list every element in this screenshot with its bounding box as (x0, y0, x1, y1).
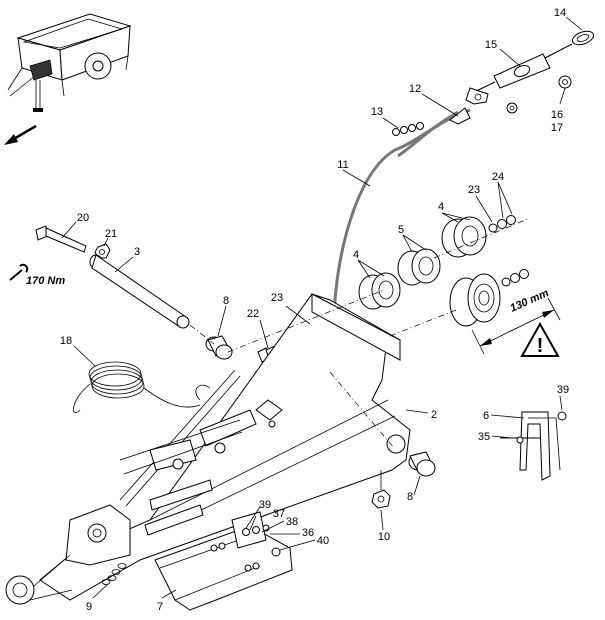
rubber-buffer-large (449, 269, 529, 327)
direction-arrow-icon (4, 124, 37, 145)
bushing-part-8-upper (205, 335, 233, 360)
bolt-part-20 (35, 225, 87, 253)
dimension-label: 130 mm (508, 287, 551, 315)
spring-part-18 (73, 361, 201, 413)
rubber-buffer-upper (441, 215, 516, 258)
pin-part-35 (500, 436, 540, 444)
callout-17: 17 (551, 122, 563, 134)
callout-11: 11 (337, 159, 348, 171)
linkage-assembly (119, 369, 283, 536)
shaft-part-3 (89, 254, 190, 329)
torque-value-label: 170 Nm (26, 275, 65, 287)
callout-10: 10 (378, 531, 390, 543)
callout-labels: 14 15 12 13 16 17 11 24 23 4 20 21 3 5 4… (60, 7, 569, 613)
turnbuckle-part-15 (465, 30, 595, 105)
callout-16: 16 (551, 109, 563, 121)
callout-37: 37 (273, 508, 285, 520)
callout-4-upper: 4 (438, 201, 444, 213)
callout-39-lower: 39 (259, 499, 271, 511)
rubber-buffer-middle (397, 248, 441, 286)
callout-38: 38 (286, 516, 298, 528)
callout-12: 12 (409, 83, 421, 95)
callout-7: 7 (157, 601, 163, 613)
washers-part-13 (392, 122, 424, 136)
assembly-axis-lines (189, 217, 531, 449)
nut-part-10 (371, 470, 391, 509)
callout-22: 22 (247, 308, 259, 320)
callout-14: 14 (554, 7, 566, 19)
callout-9: 9 (86, 601, 92, 613)
callout-24: 24 (492, 171, 504, 183)
callout-35: 35 (478, 431, 490, 443)
callout-8-lower: 8 (407, 491, 413, 503)
callout-3: 3 (134, 246, 140, 258)
callout-4-lower: 4 (353, 249, 359, 261)
callout-40: 40 (317, 535, 329, 547)
wrench-icon (9, 263, 29, 281)
callout-6: 6 (483, 410, 489, 422)
callout-15: 15 (485, 39, 497, 51)
warning-triangle-icon: ! (520, 321, 560, 357)
leader-lines (61, 16, 583, 599)
callout-21: 21 (105, 228, 117, 240)
guard-plate-part-7 (154, 525, 293, 611)
spreader-overview-thumbnail (7, 13, 132, 112)
callout-39-right: 39 (557, 384, 569, 396)
bracket-parts-36-40 (231, 511, 270, 549)
holder-part-6 (519, 411, 567, 481)
warning-symbol: ! (537, 335, 544, 357)
callout-23-upper: 23 (468, 184, 480, 196)
callout-18: 18 (60, 335, 72, 347)
chain-part-9 (101, 563, 127, 585)
callout-2: 2 (431, 409, 437, 421)
dimension-indicator (471, 297, 561, 355)
callout-8-upper: 8 (223, 295, 229, 307)
callout-36: 36 (302, 527, 314, 539)
nut-part-16 (506, 75, 572, 114)
callout-5: 5 (398, 224, 404, 236)
callout-20: 20 (77, 212, 89, 224)
rubber-buffer-lower (358, 272, 401, 310)
callout-23-lower: 23 (271, 292, 283, 304)
bushing-part-8-lower (408, 451, 436, 477)
nut-part-21 (94, 243, 111, 259)
callout-13: 13 (371, 106, 383, 118)
